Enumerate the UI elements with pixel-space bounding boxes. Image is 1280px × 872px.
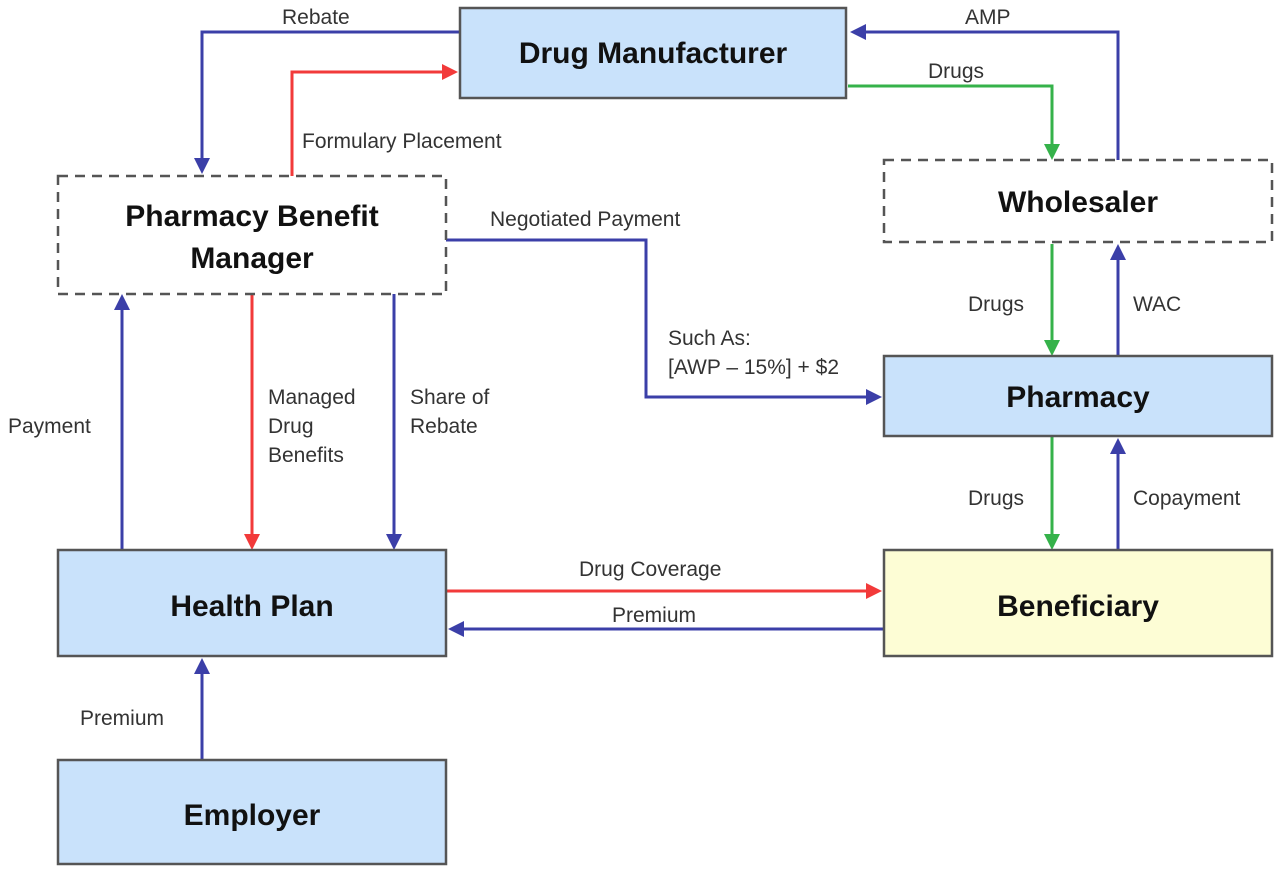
- share-of-rebate-label-line2: Rebate: [410, 415, 478, 438]
- premium-beneficiary-arrowhead: [448, 621, 464, 637]
- pbm-label-line1: Pharmacy Benefit: [125, 200, 378, 233]
- payment-label: Payment: [8, 415, 91, 438]
- managed-drug-benefits-label-line2: Drug: [268, 415, 314, 438]
- wac-label: WAC: [1133, 293, 1181, 316]
- amp-label: AMP: [965, 6, 1011, 29]
- copayment-arrowhead: [1110, 438, 1126, 454]
- managed-drug-benefits-arrowhead: [244, 534, 260, 550]
- formulary-placement-label: Formulary Placement: [302, 130, 502, 153]
- managed-drug-benefits-label-line3: Benefits: [268, 444, 344, 467]
- drugs-pharmacy-beneficiary-label: Drugs: [968, 487, 1024, 510]
- employer-node: Employer: [56, 758, 448, 866]
- drug-coverage-label: Drug Coverage: [579, 558, 721, 581]
- negotiated-payment-arrow: [446, 238, 868, 399]
- pbm-label-line2: Manager: [190, 242, 314, 275]
- rebate-arrowhead: [194, 158, 210, 174]
- beneficiary-label: Beneficiary: [997, 590, 1159, 623]
- managed-drug-benefits-label-line1: Managed: [268, 386, 356, 409]
- payment-arrowhead: [114, 294, 130, 310]
- negotiated-payment-arrowhead: [866, 389, 882, 405]
- such-as-label-line1: Such As:: [668, 327, 751, 350]
- wholesaler-node: Wholesaler: [882, 158, 1274, 244]
- pharmacy-node: Pharmacy: [882, 354, 1274, 438]
- drug-manufacturer-node: Drug Manufacturer: [458, 6, 848, 100]
- pharmacy-benefit-manager-node: Pharmacy Benefit Manager: [56, 174, 448, 296]
- amp-arrowhead: [850, 24, 866, 40]
- amp-arrow: [862, 30, 1120, 160]
- negotiated-payment-label: Negotiated Payment: [490, 208, 680, 231]
- drugs-wholesaler-pharmacy-label: Drugs: [968, 293, 1024, 316]
- drug-coverage-arrowhead: [866, 583, 882, 599]
- drug-manufacturer-label: Drug Manufacturer: [519, 37, 788, 70]
- rebate-arrow: [200, 30, 460, 162]
- premium-beneficiary-label: Premium: [612, 604, 696, 627]
- employer-label: Employer: [184, 799, 321, 832]
- share-of-rebate-label-line1: Share of: [410, 386, 490, 409]
- pharmacy-label: Pharmacy: [1006, 381, 1150, 414]
- wac-arrowhead: [1110, 244, 1126, 260]
- premium-employer-label: Premium: [80, 707, 164, 730]
- premium-employer-arrowhead: [194, 658, 210, 674]
- health-plan-label: Health Plan: [170, 590, 333, 623]
- formulary-placement-arrowhead: [442, 64, 458, 80]
- drugs-to-beneficiary-arrowhead: [1044, 534, 1060, 550]
- such-as-label-line2: [AWP – 15%] + $2: [668, 356, 839, 379]
- rebate-label: Rebate: [282, 6, 350, 29]
- health-plan-node: Health Plan: [56, 548, 448, 658]
- drugs-to-wholesaler-arrow: [848, 84, 1054, 146]
- formulary-placement-arrow: [290, 70, 446, 176]
- wholesaler-label: Wholesaler: [998, 186, 1158, 219]
- beneficiary-node: Beneficiary: [882, 548, 1274, 658]
- drugs-to-wholesaler-arrowhead: [1044, 144, 1060, 160]
- copayment-label: Copayment: [1133, 487, 1241, 510]
- drugs-manufacturer-wholesaler-label: Drugs: [928, 60, 984, 83]
- share-of-rebate-arrowhead: [386, 534, 402, 550]
- drugs-to-pharmacy-arrowhead: [1044, 340, 1060, 356]
